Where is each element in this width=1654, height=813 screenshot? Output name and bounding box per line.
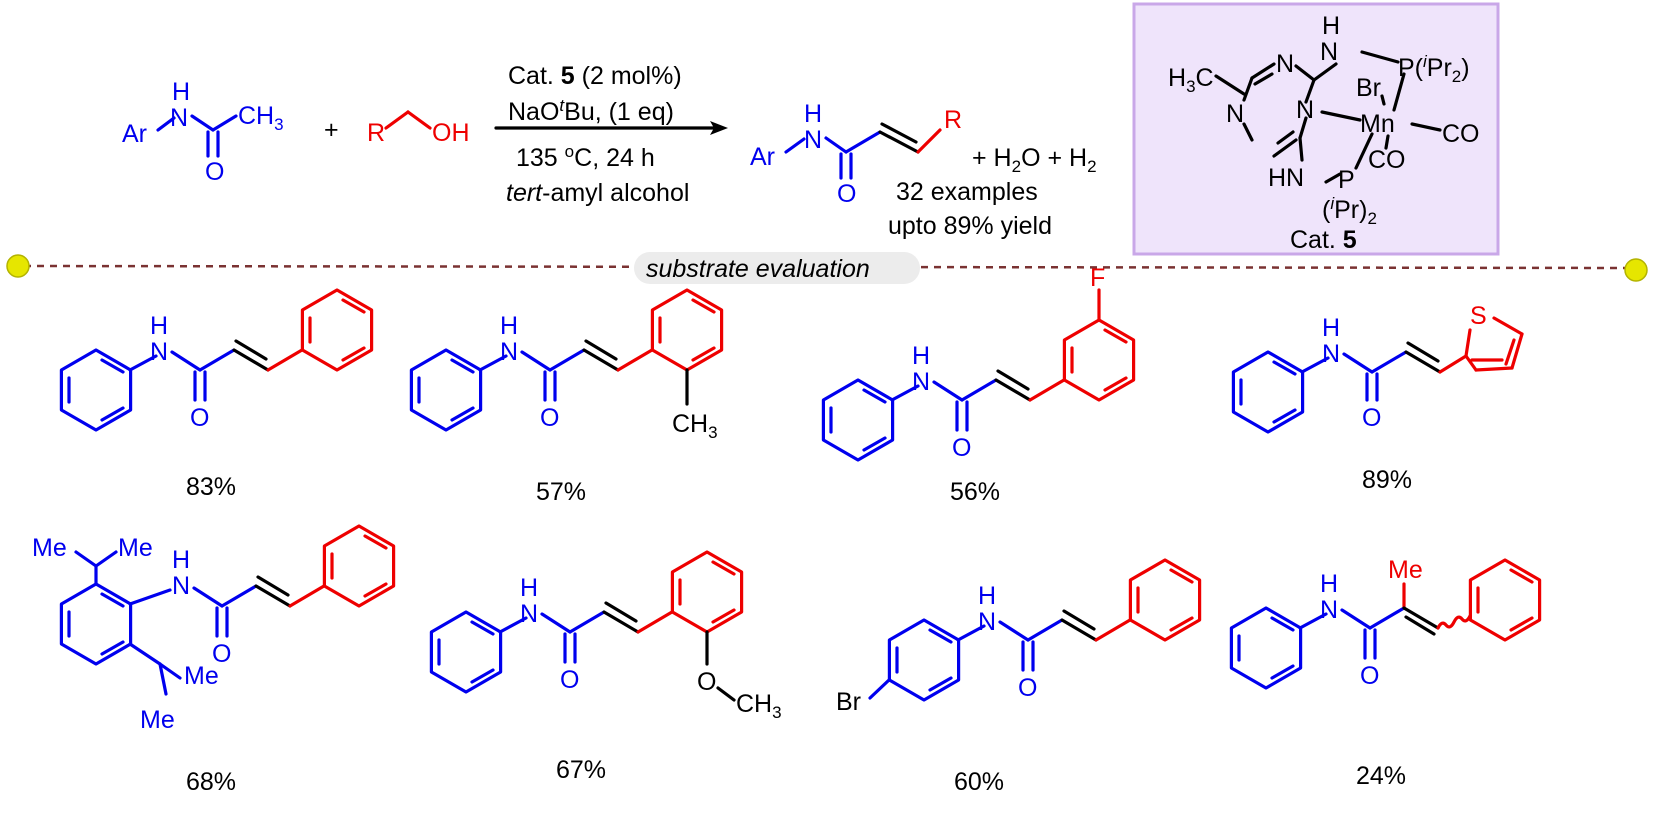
atom-o: O bbox=[837, 180, 856, 208]
atom-o: O bbox=[190, 404, 209, 432]
atom-s: S bbox=[1470, 302, 1487, 330]
atom-n: N bbox=[150, 338, 168, 366]
atom-n: N bbox=[172, 572, 190, 600]
cat-mn: Mn bbox=[1360, 110, 1395, 138]
catalyst-structure-box: H3C N N N H N P(iPr2) Br Mn CO CO HN P (… bbox=[1132, 2, 1500, 256]
condition-base: NaOtBu, (1 eq) bbox=[508, 96, 674, 126]
atom-h: H bbox=[172, 78, 190, 106]
cat-hn-bottom: HN bbox=[1268, 164, 1304, 192]
atom-h: H bbox=[912, 342, 930, 370]
atom-n: N bbox=[1322, 340, 1340, 368]
cat-co-bottom: CO bbox=[1368, 146, 1406, 174]
atom-o: O bbox=[212, 640, 231, 668]
reactant-acetanilide: Ar H N O CH3 bbox=[122, 78, 284, 186]
cat-label: Cat. 5 bbox=[1290, 226, 1357, 254]
yield-label: 89% bbox=[1362, 466, 1412, 494]
cat-co-right: CO bbox=[1442, 120, 1480, 148]
atom-h: H bbox=[172, 546, 190, 574]
atom-me: Me bbox=[140, 706, 175, 734]
reactant-alcohol: R OH bbox=[367, 110, 470, 147]
atom-oh: OH bbox=[432, 119, 470, 147]
atom-h: H bbox=[150, 312, 168, 340]
atom-n: N bbox=[804, 126, 822, 154]
atom-n: N bbox=[520, 600, 538, 628]
cat-n-top: N bbox=[1276, 50, 1294, 78]
condition-temperature: 135 oC, 24 h bbox=[516, 142, 655, 172]
summary-yield: upto 89% yield bbox=[888, 212, 1052, 240]
atom-h: H bbox=[520, 574, 538, 602]
atom-f: F bbox=[1090, 264, 1105, 292]
atom-r: R bbox=[367, 119, 385, 147]
yield-label: 57% bbox=[536, 478, 586, 506]
atom-ar: Ar bbox=[122, 120, 147, 148]
atom-ch3: CH3 bbox=[238, 102, 284, 134]
atom-o: O bbox=[1362, 404, 1381, 432]
yield-label: 68% bbox=[186, 768, 236, 796]
cat-nh-top-h: H bbox=[1322, 12, 1340, 40]
yield-label: 56% bbox=[950, 478, 1000, 506]
atom-o: O bbox=[1018, 674, 1037, 702]
section-divider: substrate evaluation bbox=[6, 252, 1648, 284]
cat-p-bottom-ipr: (iPr)2 bbox=[1322, 194, 1377, 228]
atom-n: N bbox=[170, 104, 188, 132]
product-general: Ar H N O R bbox=[750, 100, 962, 208]
cat-p-top: P(iPr2) bbox=[1398, 52, 1470, 86]
condition-catalyst: Cat. 5 (2 mol%) bbox=[508, 62, 682, 90]
atom-h: H bbox=[1322, 314, 1340, 342]
atom-o-methoxy: O bbox=[697, 668, 716, 696]
atom-o: O bbox=[560, 666, 579, 694]
atom-h: H bbox=[1320, 570, 1338, 598]
plus-sign: + bbox=[324, 116, 339, 144]
cat-nh-top-n: N bbox=[1320, 38, 1338, 66]
reaction-conditions: Cat. 5 (2 mol%) NaOtBu, (1 eq) 135 oC, 2… bbox=[494, 62, 728, 207]
atom-me: Me bbox=[184, 662, 219, 690]
condition-solvent: tert-amyl alcohol bbox=[506, 179, 689, 207]
atom-me: Me bbox=[118, 534, 153, 562]
product-2: H N O CH3 57% bbox=[409, 288, 724, 506]
atom-ar: Ar bbox=[750, 143, 775, 171]
atom-h: H bbox=[978, 582, 996, 610]
cat-n-mid: N bbox=[1296, 96, 1314, 124]
atom-o: O bbox=[540, 404, 559, 432]
atom-n: N bbox=[500, 338, 518, 366]
product-4: H N O S 89% bbox=[1231, 302, 1524, 494]
product-6: H N O O CH3 67% bbox=[429, 550, 782, 784]
cat-p-bottom: P bbox=[1338, 166, 1355, 194]
atom-o: O bbox=[205, 158, 224, 186]
product-7: Br H N O 60% bbox=[836, 558, 1202, 796]
product-3: H N O F 56% bbox=[821, 264, 1136, 506]
atom-h: H bbox=[804, 100, 822, 128]
atom-ch3: CH3 bbox=[736, 690, 782, 722]
summary-examples: 32 examples bbox=[896, 178, 1038, 206]
yield-label: 60% bbox=[954, 768, 1004, 796]
product-8: H N O Me 24% bbox=[1229, 556, 1542, 790]
atom-n: N bbox=[1320, 596, 1338, 624]
cat-n-left: N bbox=[1226, 100, 1244, 128]
yield-label: 67% bbox=[556, 756, 606, 784]
divider-label: substrate evaluation bbox=[646, 255, 870, 283]
cat-br: Br bbox=[1356, 74, 1381, 102]
atom-o: O bbox=[952, 434, 971, 462]
product-5: Me Me Me Me H N O 68% bbox=[32, 524, 396, 796]
atom-br: Br bbox=[836, 688, 861, 716]
atom-r: R bbox=[944, 106, 962, 134]
yield-label: 83% bbox=[186, 473, 236, 501]
yield-label: 24% bbox=[1356, 762, 1406, 790]
cat-methyl: H3C bbox=[1168, 64, 1214, 96]
atom-me: Me bbox=[32, 534, 67, 562]
atom-me: Me bbox=[1388, 556, 1423, 584]
atom-o: O bbox=[1360, 662, 1379, 690]
atom-ch3: CH3 bbox=[672, 410, 718, 442]
byproducts: + H2O + H2 bbox=[972, 144, 1097, 176]
atom-h: H bbox=[500, 312, 518, 340]
atom-n: N bbox=[978, 608, 996, 636]
atom-n: N bbox=[912, 368, 930, 396]
product-1: H N O 83% bbox=[59, 288, 374, 501]
